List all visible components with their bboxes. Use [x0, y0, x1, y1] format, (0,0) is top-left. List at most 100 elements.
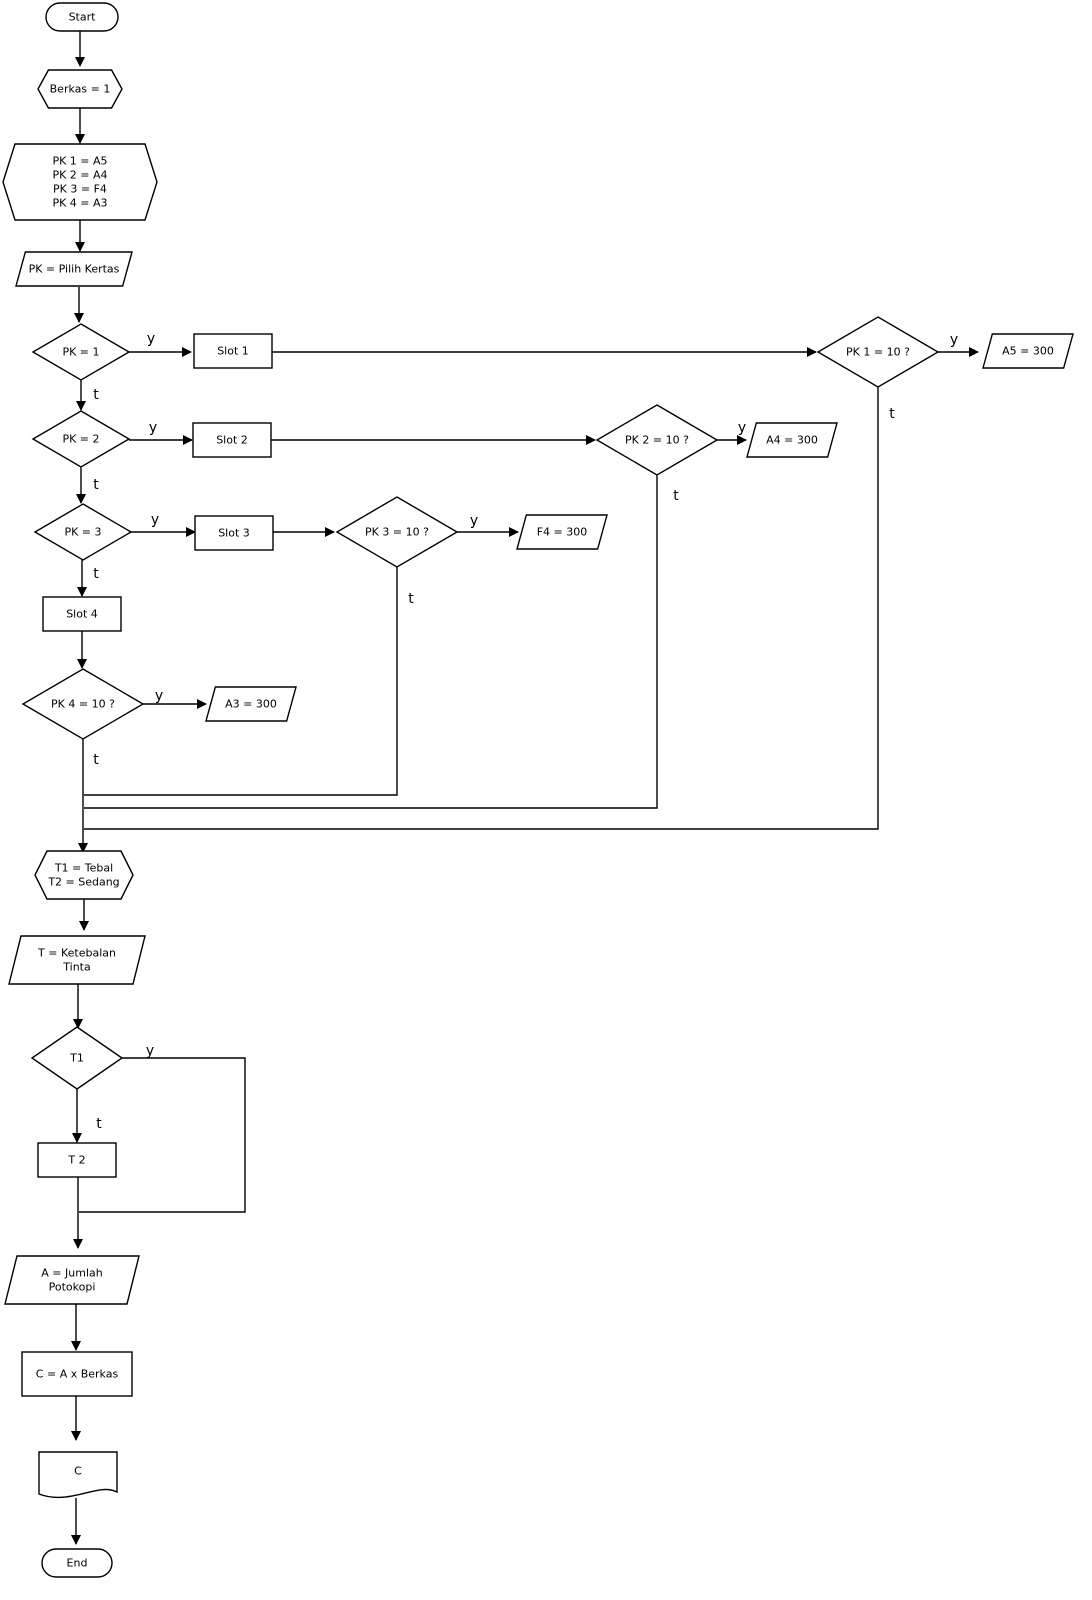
node-f4-300: F4 = 300 [516, 514, 608, 550]
node-shape [8, 935, 146, 985]
node-slot1: Slot 1 [193, 333, 273, 369]
edge-label-yes: y [155, 688, 163, 704]
edge-label-yes: y [151, 512, 159, 528]
node-shape [194, 515, 274, 551]
node-label: Slot 4 [66, 608, 98, 621]
edge-label-no: t [93, 566, 99, 582]
node-pk3-10: PK 3 = 10 ? [335, 496, 459, 568]
node-label: PK 3 = 10 ? [365, 526, 429, 539]
node-shape [192, 422, 272, 458]
node-berkas: Berkas = 1 [37, 69, 123, 109]
node-shape [595, 404, 719, 476]
node-label: PK 3 = F4 [53, 183, 107, 196]
node-label: Start [69, 11, 97, 24]
node-label: C [74, 1465, 82, 1478]
node-slot4: Slot 4 [42, 596, 122, 632]
edge-label-yes: y [146, 1043, 154, 1059]
edge-label-no: t [93, 752, 99, 768]
connector-line [79, 1057, 246, 1213]
node-shape [41, 1548, 113, 1578]
node-pk2: PK = 2 [31, 410, 131, 468]
node-pk-input: PK = Pilih Kertas [15, 251, 133, 287]
node-out-c: C [38, 1451, 118, 1499]
node-label: PK 2 = A4 [52, 169, 107, 182]
edge-label-yes: y [470, 513, 478, 529]
node-t2: T 2 [37, 1142, 117, 1178]
connector-line [84, 567, 398, 796]
node-t1: T1 [30, 1026, 124, 1090]
node-label: PK = 2 [62, 433, 99, 446]
node-end: End [41, 1548, 113, 1578]
node-label: PK = Pilih Kertas [29, 263, 120, 276]
edge-label-yes: y [147, 331, 155, 347]
node-a4-300: A4 = 300 [746, 422, 838, 458]
node-shape [4, 1255, 140, 1305]
node-shape [193, 333, 273, 369]
node-label: PK 1 = 10 ? [846, 346, 910, 359]
edge-label-no: t [93, 387, 99, 403]
node-label: PK 1 = A5 [52, 155, 107, 168]
node-label: Slot 3 [218, 527, 250, 540]
node-shape [2, 143, 158, 221]
node-label: C = A x Berkas [36, 1368, 119, 1381]
edge-label-no: t [96, 1116, 102, 1132]
node-a5-300: A5 = 300 [982, 333, 1074, 369]
edge-label-no: t [889, 406, 895, 422]
node-shape [37, 1142, 117, 1178]
edge-label-yes: y [149, 420, 157, 436]
node-calc: C = A x Berkas [21, 1351, 133, 1397]
node-slot2: Slot 2 [192, 422, 272, 458]
edge-label-no: t [408, 591, 414, 607]
node-label: T1 = Tebal [54, 862, 113, 875]
node-shape [21, 1351, 133, 1397]
connectors [71, 31, 979, 1545]
node-pk4-10: PK 4 = 10 ? [21, 668, 145, 740]
node-shape [21, 668, 145, 740]
node-shape [31, 323, 131, 381]
edge-label-no: t [673, 488, 679, 504]
node-label: A5 = 300 [1002, 345, 1054, 358]
connector-line [84, 475, 658, 809]
node-label: A = Jumlah [41, 1267, 102, 1280]
node-shape [38, 1451, 118, 1499]
node-shape [45, 2, 119, 32]
node-label: PK = 3 [64, 526, 101, 539]
connector-line [84, 387, 879, 830]
node-start: Start [45, 2, 119, 32]
node-label: PK 4 = A3 [52, 197, 107, 210]
node-label: F4 = 300 [537, 526, 588, 539]
node-label: PK 2 = 10 ? [625, 434, 689, 447]
node-shape [30, 1026, 124, 1090]
node-label: T = Ketebalan [37, 947, 116, 960]
node-shape [31, 410, 131, 468]
node-a3-300: A3 = 300 [205, 686, 297, 722]
node-shape [205, 686, 297, 722]
node-pk2-10: PK 2 = 10 ? [595, 404, 719, 476]
node-label: PK 4 = 10 ? [51, 698, 115, 711]
edge-label-no: t [93, 477, 99, 493]
node-label: Berkas = 1 [50, 83, 111, 96]
node-shape [816, 316, 940, 388]
node-shape [37, 69, 123, 109]
edge-label-yes: y [950, 332, 958, 348]
edge-labels: y t y t y t y t y t y t y t y t [93, 331, 958, 1132]
node-shape [746, 422, 838, 458]
node-label: T 2 [67, 1154, 85, 1167]
node-slot3: Slot 3 [194, 515, 274, 551]
node-shape [33, 503, 133, 561]
node-label: A3 = 300 [225, 698, 277, 711]
node-pk3: PK = 3 [33, 503, 133, 561]
edge-label-yes: y [738, 420, 746, 436]
node-label: End [67, 1557, 88, 1570]
node-label: Slot 2 [216, 434, 248, 447]
node-shape [15, 251, 133, 287]
node-shape [516, 514, 608, 550]
node-label: Potokopi [49, 1281, 96, 1294]
node-pk1-10: PK 1 = 10 ? [816, 316, 940, 388]
